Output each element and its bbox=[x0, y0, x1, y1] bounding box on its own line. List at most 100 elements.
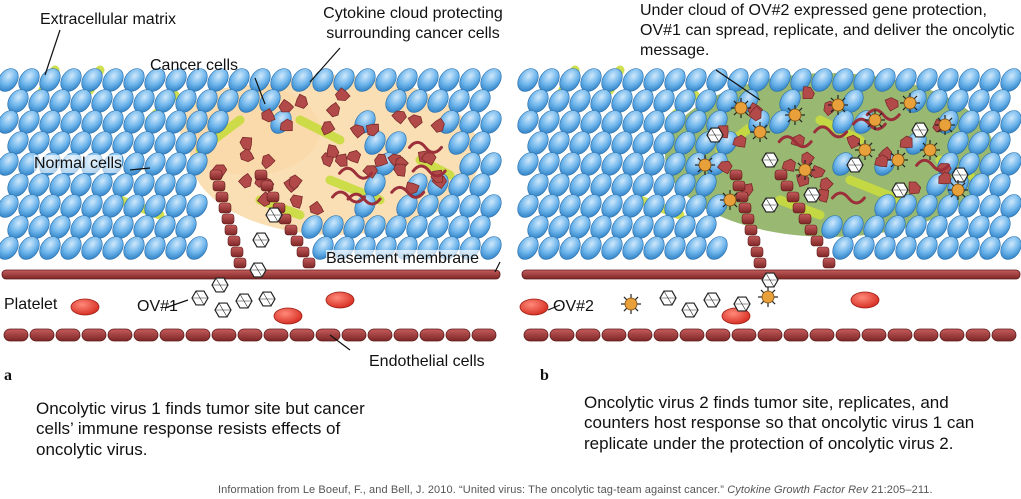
normal-cell bbox=[385, 89, 407, 113]
cancer-cell bbox=[748, 105, 762, 122]
normal-cell bbox=[937, 236, 959, 260]
cancer-cell bbox=[374, 153, 389, 167]
cancer-cell bbox=[717, 160, 733, 175]
endothelial-cell bbox=[786, 191, 800, 203]
cytokine-squiggle bbox=[346, 192, 382, 206]
cancer-cell bbox=[289, 194, 303, 209]
label-cancer-cells: Cancer cells bbox=[150, 57, 239, 74]
normal-cell bbox=[354, 68, 376, 92]
normal-cell bbox=[165, 236, 187, 260]
cancer-cell bbox=[874, 154, 889, 168]
ov1-virus-facets bbox=[250, 262, 266, 278]
endothelial-cell bbox=[601, 328, 627, 342]
platelet bbox=[850, 291, 880, 309]
endothelial-cell bbox=[738, 202, 752, 214]
ov1-virus-facets bbox=[847, 157, 863, 173]
normal-cell bbox=[259, 89, 281, 113]
cancer-cell bbox=[279, 118, 293, 132]
ov2-virus bbox=[868, 113, 882, 127]
cancer-cell bbox=[349, 124, 365, 139]
leader-lines-layer bbox=[44, 29, 761, 351]
normal-cell bbox=[480, 236, 502, 260]
endothelial-cell bbox=[627, 328, 653, 342]
cancer-cell bbox=[908, 181, 922, 195]
normal-cell bbox=[238, 89, 260, 113]
cancer-cell bbox=[239, 136, 253, 151]
normal-cell bbox=[706, 236, 728, 260]
ov2-virus bbox=[624, 297, 638, 311]
endothelial-cell bbox=[729, 169, 743, 181]
endothelial-cell bbox=[750, 246, 764, 258]
leader-line bbox=[129, 167, 151, 171]
normal-cell bbox=[916, 236, 938, 260]
endothelial-cell bbox=[741, 213, 755, 225]
cytokine-squiggle bbox=[851, 117, 887, 131]
platelet bbox=[273, 307, 303, 325]
endothelial-cell bbox=[445, 328, 471, 342]
label-ov2: OV#2 bbox=[553, 298, 594, 315]
ov1-virus-facets bbox=[762, 272, 778, 288]
cancer-cell bbox=[345, 150, 362, 164]
ov1-virus-facets bbox=[215, 302, 231, 318]
endothelial-cell bbox=[792, 202, 806, 214]
cytokine-squiggle bbox=[390, 185, 426, 199]
cytokine-squiggle bbox=[338, 166, 374, 180]
endothelial-cell bbox=[549, 328, 575, 342]
normal-cell bbox=[874, 68, 896, 92]
endothelial-cell bbox=[230, 246, 244, 258]
cancer-cell bbox=[238, 173, 253, 189]
endothelial-cell bbox=[780, 180, 794, 192]
endothelial-cell bbox=[266, 191, 280, 203]
endothelial-cell bbox=[224, 224, 238, 236]
label-extracellular-matrix: Extracellular matrix bbox=[40, 11, 177, 28]
ov1-virus-facets bbox=[734, 296, 750, 312]
label-basement-membrane: Basement membrane bbox=[326, 250, 479, 269]
normal-cell bbox=[559, 236, 581, 260]
endothelial-cell bbox=[798, 213, 812, 225]
cancer-cell bbox=[326, 144, 340, 158]
cytokine-squiggle bbox=[915, 158, 951, 172]
cytokine-squiggle bbox=[865, 108, 901, 122]
endothelial-cell bbox=[774, 169, 788, 181]
cancer-cell bbox=[732, 134, 747, 148]
endothelial-cell bbox=[296, 246, 310, 258]
normal-cell bbox=[186, 236, 208, 260]
label-ov1: OV#1 bbox=[137, 298, 178, 315]
cytokine-squiggle bbox=[407, 140, 443, 154]
normal-cell bbox=[926, 89, 948, 113]
ov2-virus bbox=[858, 143, 872, 157]
ov1-virus-facets bbox=[266, 207, 282, 223]
ov2-virus bbox=[761, 290, 775, 304]
ov2-virus bbox=[788, 108, 802, 122]
source-credit: Information from Le Boeuf, F., and Bell,… bbox=[218, 484, 933, 497]
endothelial-cell bbox=[218, 202, 232, 214]
endothelial-cell bbox=[341, 328, 367, 342]
cancer-cell bbox=[261, 153, 276, 170]
endothelial-cell bbox=[233, 257, 247, 269]
normal-cell bbox=[18, 236, 40, 260]
endothelial-cell bbox=[835, 328, 861, 342]
normal-cell bbox=[291, 68, 313, 92]
normal-cell bbox=[438, 110, 460, 134]
cancer-cell bbox=[289, 174, 303, 191]
credit-journal: Cytokine Growth Factor Rev bbox=[727, 484, 868, 496]
cancer-cell bbox=[802, 86, 815, 100]
cancer-cell bbox=[430, 117, 445, 133]
ov1-virus-facets bbox=[192, 290, 208, 306]
normal-cell bbox=[144, 236, 166, 260]
cancer-cell bbox=[790, 134, 805, 148]
normal-cell bbox=[0, 194, 19, 218]
cancer-cell bbox=[239, 147, 255, 163]
endothelial-cell bbox=[753, 257, 767, 269]
endothelial-cell bbox=[367, 328, 393, 342]
endothelial-cell bbox=[804, 224, 818, 236]
endothelial-cell bbox=[393, 328, 419, 342]
ov1-virus-facets bbox=[804, 187, 820, 203]
endothelial-cell bbox=[212, 180, 226, 192]
cancer-cell bbox=[393, 163, 406, 177]
normal-cell bbox=[811, 68, 833, 92]
cancer-cell bbox=[407, 114, 423, 129]
cancer-cell bbox=[309, 200, 325, 216]
normal-cell bbox=[301, 215, 323, 239]
